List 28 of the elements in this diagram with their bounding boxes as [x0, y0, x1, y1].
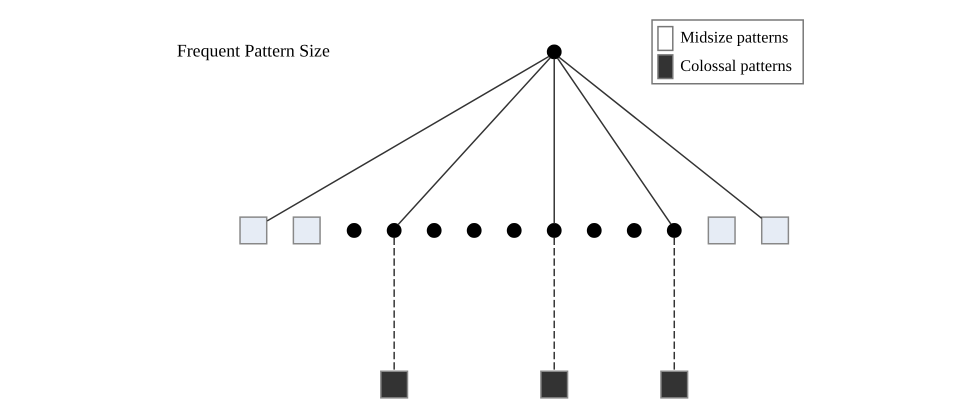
- node-circle: [626, 223, 642, 238]
- connector: [553, 58, 554, 224]
- node-box: [660, 370, 688, 399]
- node-circle: [426, 223, 442, 238]
- node-circle: [466, 223, 482, 238]
- node-box: [540, 370, 568, 399]
- node-circle: [666, 223, 682, 238]
- connector: [392, 238, 394, 372]
- node-box: [292, 216, 320, 245]
- connector: [396, 57, 550, 226]
- node-box: [238, 216, 267, 245]
- connector: [266, 56, 549, 222]
- node-circle: [346, 223, 362, 238]
- node-box: [760, 216, 789, 245]
- connector: [556, 58, 672, 225]
- label: Frequent Pattern Size: [176, 40, 330, 60]
- legend-label: Colossal patterns: [680, 56, 792, 75]
- connector: [558, 56, 762, 219]
- legend-label: Midsize patterns: [680, 28, 788, 47]
- node-box: [380, 370, 408, 399]
- node-circle: [546, 44, 562, 60]
- connector: [553, 238, 554, 372]
- node-circle: [506, 223, 522, 238]
- node-box: [707, 216, 736, 245]
- node-circle: [386, 223, 402, 238]
- node-circle: [546, 223, 562, 238]
- connector: [673, 238, 675, 372]
- node-circle: [586, 223, 602, 238]
